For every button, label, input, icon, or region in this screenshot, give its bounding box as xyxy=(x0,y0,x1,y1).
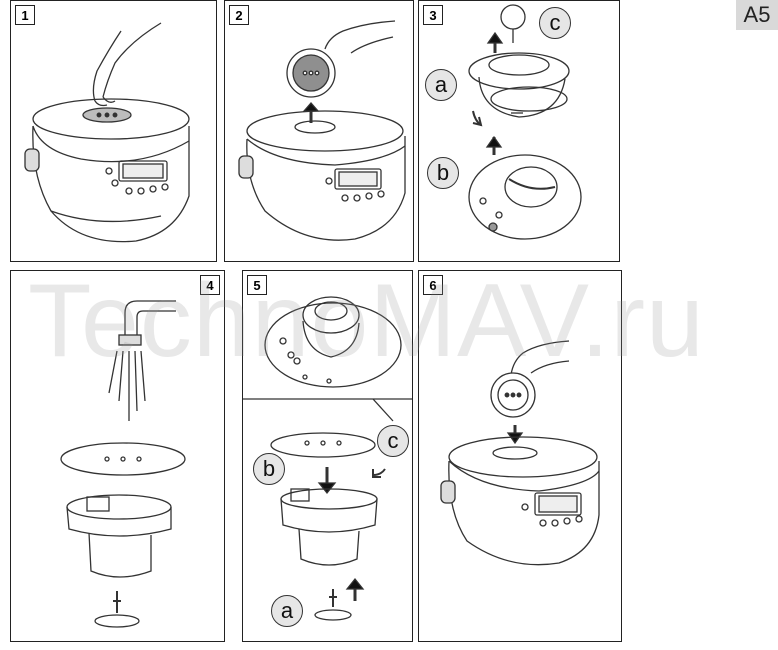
callout-c: c xyxy=(377,425,409,457)
step-number: 1 xyxy=(15,5,35,25)
step-number: 4 xyxy=(200,275,220,295)
insert-valve-cap-illustration xyxy=(440,340,600,566)
step-number: 3 xyxy=(423,5,443,25)
cooker-lift-valve-illustration xyxy=(24,22,190,243)
page-tag: A5 xyxy=(736,0,778,30)
reassemble-valve-illustration xyxy=(243,296,412,621)
step-5-panel: 5 c b a xyxy=(242,270,413,642)
step-number: 6 xyxy=(423,275,443,295)
step-4-panel: 4 xyxy=(10,270,225,642)
step-1-panel: 1 xyxy=(10,0,217,262)
callout-a: a xyxy=(271,595,303,627)
step-number: 5 xyxy=(247,275,267,295)
disassemble-valve-illustration xyxy=(468,4,582,240)
step-6-panel: 6 xyxy=(418,270,622,642)
callout-c: c xyxy=(539,7,571,39)
step-number: 2 xyxy=(229,5,249,25)
callout-b: b xyxy=(427,157,459,189)
callout-b: b xyxy=(253,453,285,485)
step-2-panel: 2 xyxy=(224,0,414,262)
remove-valve-cap-illustration xyxy=(238,20,406,241)
step-3-panel: 3 c a b xyxy=(418,0,620,262)
callout-a: a xyxy=(425,69,457,101)
rinse-valve-parts-illustration xyxy=(60,300,186,628)
